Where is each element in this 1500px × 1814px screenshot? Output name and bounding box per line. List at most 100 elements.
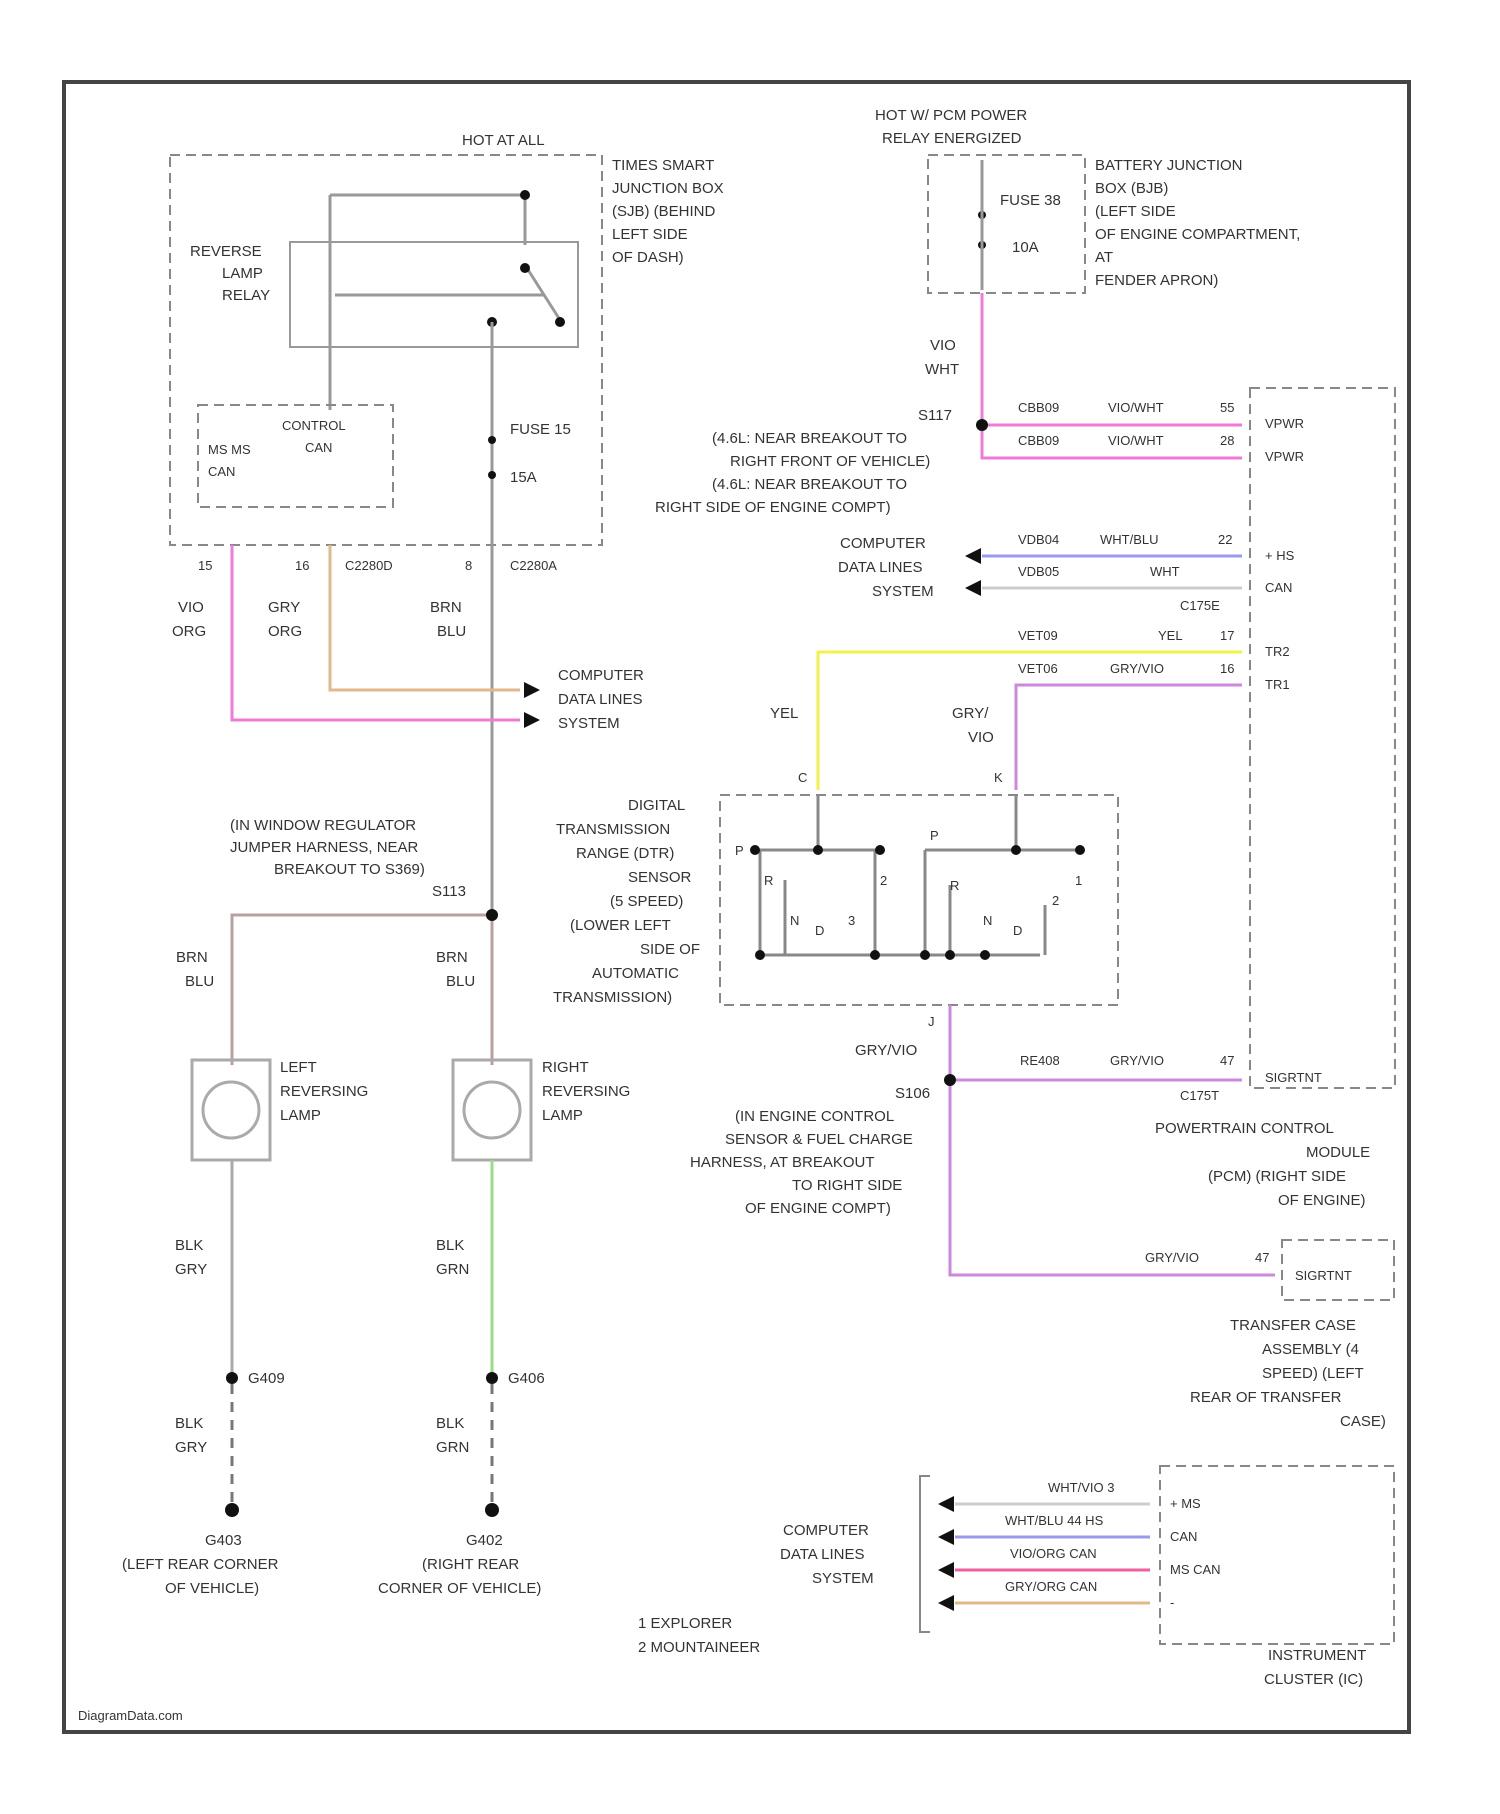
ic-row-3-fn: MS CAN (1170, 1562, 1221, 1577)
relay-node (520, 263, 530, 273)
can-row-2-color: WHT (1150, 564, 1180, 579)
arrow-icon (965, 548, 981, 564)
right-lamp-name-3: LAMP (542, 1107, 583, 1124)
tr-pin-c: C (798, 770, 807, 785)
dtr-6: (LOWER LEFT (570, 917, 671, 934)
s106-4: HARNESS, AT BREAKOUT (690, 1154, 875, 1171)
ic-1: INSTRUMENT (1268, 1647, 1366, 1664)
relay-node (520, 190, 530, 200)
bjb-1: BATTERY JUNCTION (1095, 157, 1243, 174)
tr-row-2-ckt: VET06 (1018, 661, 1058, 676)
right-g-splice: G406 (508, 1370, 545, 1387)
dtr-node (980, 950, 990, 960)
fuse15-label: FUSE 15 (510, 421, 571, 438)
hot-pcm-1: HOT W/ PCM POWER (875, 107, 1027, 124)
ic-row-1-color: WHT/VIO 3 (1048, 1480, 1114, 1495)
relay-label-1: REVERSE (190, 243, 262, 260)
left-ground-2: (LEFT REAR CORNER (122, 1556, 279, 1573)
rear-pin: 47 (1220, 1053, 1234, 1068)
tr-pin-k: K (994, 770, 1003, 785)
ic-row-2-color: WHT/BLU 44 HS (1005, 1513, 1104, 1528)
tcase-4: REAR OF TRANSFER (1190, 1389, 1342, 1406)
sw-31: 3 (848, 913, 855, 928)
legend-1: 1 EXPLORER (638, 1615, 732, 1632)
dtr-pin-j: J (928, 1014, 935, 1029)
tr-row-2-color: GRY/VIO (1110, 661, 1164, 676)
dtr-node (945, 950, 955, 960)
ic-row-1-fn: + MS (1170, 1496, 1201, 1511)
right-ground-1: G402 (466, 1532, 503, 1549)
tcase-1: TRANSFER CASE (1230, 1317, 1356, 1334)
relay-internal-wire (330, 195, 560, 410)
bjb-2: BOX (BJB) (1095, 180, 1168, 197)
tr-row-1-ckt: VET09 (1018, 628, 1058, 643)
dtr-5: (5 SPEED) (610, 893, 683, 910)
relay-label-2: LAMP (222, 265, 263, 282)
dtr-1: DIGITAL (628, 797, 685, 814)
ic-2: CLUSTER (IC) (1264, 1671, 1363, 1688)
right-ground-wire-1: BLK (436, 1415, 464, 1432)
pin-8: 8 (465, 558, 472, 573)
vio-wht-2: WHT (925, 361, 959, 378)
tcase-pin: 47 (1255, 1250, 1269, 1265)
brn-blu-label-2: BLU (437, 623, 466, 640)
pwr-row-2-color: VIO/WHT (1108, 433, 1164, 448)
tcase-color: GRY/VIO (1145, 1250, 1199, 1265)
ground-splice (226, 1372, 238, 1384)
fuse38-label: FUSE 38 (1000, 192, 1061, 209)
splice-node (486, 909, 498, 921)
splice-s113-4: S113 (432, 883, 466, 900)
splice-s113-2: JUMPER HARNESS, NEAR (230, 839, 419, 856)
can-row-2-fn: CAN (1265, 580, 1292, 595)
tr1-gry-vio-wire (1016, 685, 1242, 790)
right-lamp-name-1: RIGHT (542, 1059, 589, 1076)
s117-2: (4.6L: NEAR BREAKOUT TO (712, 430, 907, 447)
bjb-4: OF ENGINE COMPARTMENT, (1095, 226, 1300, 243)
right-lamp-wire-out-2: GRN (436, 1261, 469, 1278)
s106-1: S106 (895, 1085, 930, 1102)
sw-n2: N (983, 913, 992, 928)
left-lamp-name-2: REVERSING (280, 1083, 368, 1100)
conn-c175e: C175E (1180, 598, 1220, 613)
pwr-row-1-fn: VPWR (1265, 416, 1304, 431)
right-lamp-name-2: REVERSING (542, 1083, 630, 1100)
tr-row-1-pin: 17 (1220, 628, 1234, 643)
pwr-row-1-pin: 55 (1220, 400, 1234, 415)
tr-row-1-color: YEL (1158, 628, 1183, 643)
tcase-2: ASSEMBLY (4 (1262, 1341, 1359, 1358)
arrow-icon (965, 580, 981, 596)
fuse38-amp: 10A (1012, 239, 1039, 256)
tr-row-1-fn: TR2 (1265, 644, 1290, 659)
right-ground-3: CORNER OF VEHICLE) (378, 1580, 541, 1597)
relay-label-3: RELAY (222, 287, 270, 304)
vio-wht-1: VIO (930, 337, 956, 354)
ic-row-4-color: GRY/ORG CAN (1005, 1579, 1097, 1594)
fuse-node (488, 471, 496, 479)
right-lamp-wire-in-1: BRN (436, 949, 468, 966)
sw-21: 2 (880, 873, 887, 888)
smart-junction-box (170, 155, 602, 545)
left-lamp-wire-out-1: BLK (175, 1237, 203, 1254)
splice-node (944, 1074, 956, 1086)
tcase-5: CASE) (1340, 1413, 1386, 1430)
left-ground-3: OF VEHICLE) (165, 1580, 259, 1597)
gry-org-label-1: GRY (268, 599, 300, 616)
ground-splice (486, 1372, 498, 1384)
left-lamp-wire-out-2: GRY (175, 1261, 207, 1278)
left-lamp-wire-in-2: BLU (185, 973, 214, 990)
splice-s113-1: (IN WINDOW REGULATOR (230, 817, 416, 834)
dtr-node (920, 950, 930, 960)
rear-color: GRY/VIO (1110, 1053, 1164, 1068)
s106-3: SENSOR & FUEL CHARGE (725, 1131, 913, 1148)
watermark: DiagramData.com (78, 1708, 183, 1723)
sw-r1: R (764, 873, 773, 888)
pwr-row-1-color: VIO/WHT (1108, 400, 1164, 415)
rear-ckt: RE408 (1020, 1053, 1060, 1068)
tcase-fn: SIGRTNT (1295, 1268, 1352, 1283)
sw-d2: D (1013, 923, 1022, 938)
left-ground-1: G403 (205, 1532, 242, 1549)
right-lamp-wire-in-2: BLU (446, 973, 475, 990)
fuse15-amp: 15A (510, 469, 537, 486)
hot-pcm-2: RELAY ENERGIZED (882, 130, 1022, 147)
tr-row-2-pin: 16 (1220, 661, 1234, 676)
